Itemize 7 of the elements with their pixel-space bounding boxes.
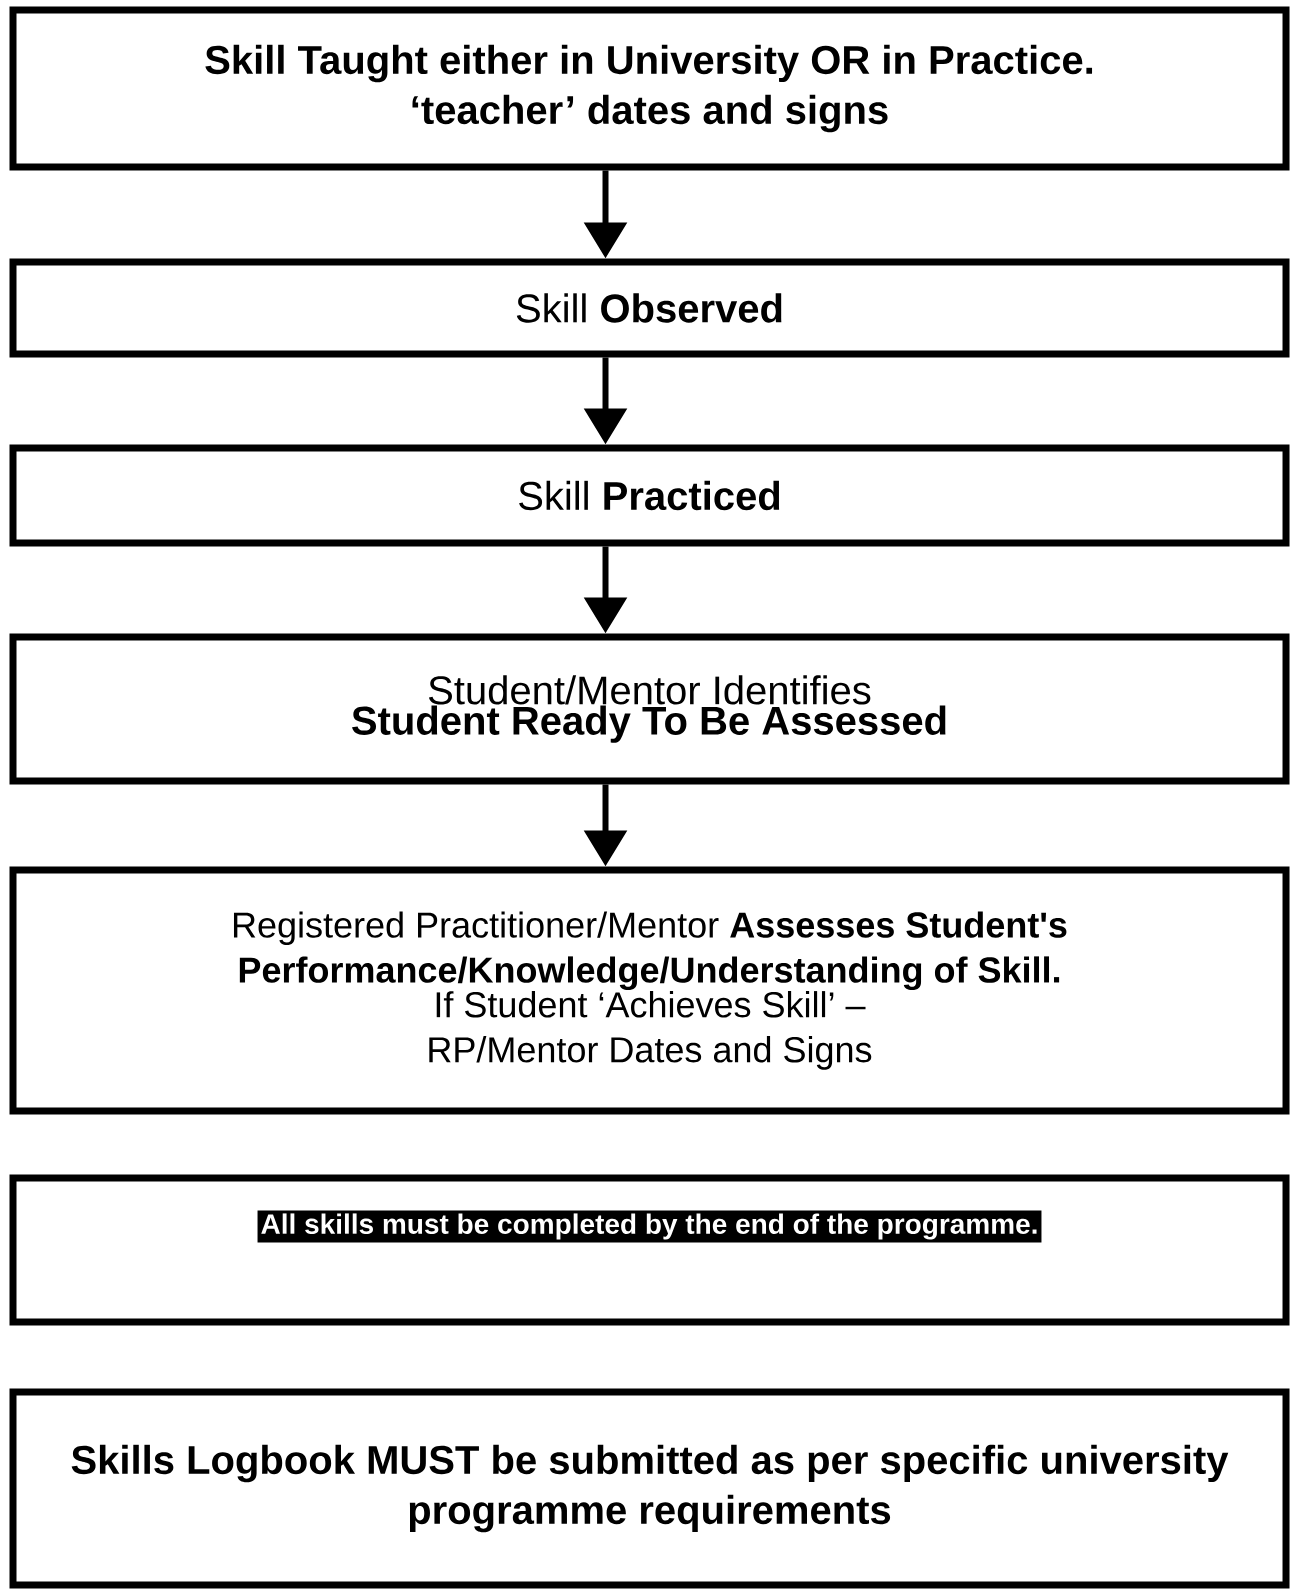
process-box: Skills Logbook MUST be submitted as per specific university programme requirements xyxy=(9,1388,1290,1589)
process-box: Registered Practitioner/Mentor Assesses Student's Performance/Knowledge/Understanding of Skill. If Student ‘Achieves Skill’ – RP/Mentor Dates and Signs xyxy=(9,866,1290,1115)
process-box: Skill Practiced xyxy=(9,444,1290,547)
process-box: All skills must be completed by the end of the programme. xyxy=(9,1174,1290,1326)
process-box: Skill Taught either in University OR in Practice. ‘teacher’ dates and signs xyxy=(9,6,1290,171)
process-box: Student/Mentor Identifies Student Ready To Be Assessed xyxy=(9,633,1290,785)
process-box: Skill Observed xyxy=(9,258,1290,358)
